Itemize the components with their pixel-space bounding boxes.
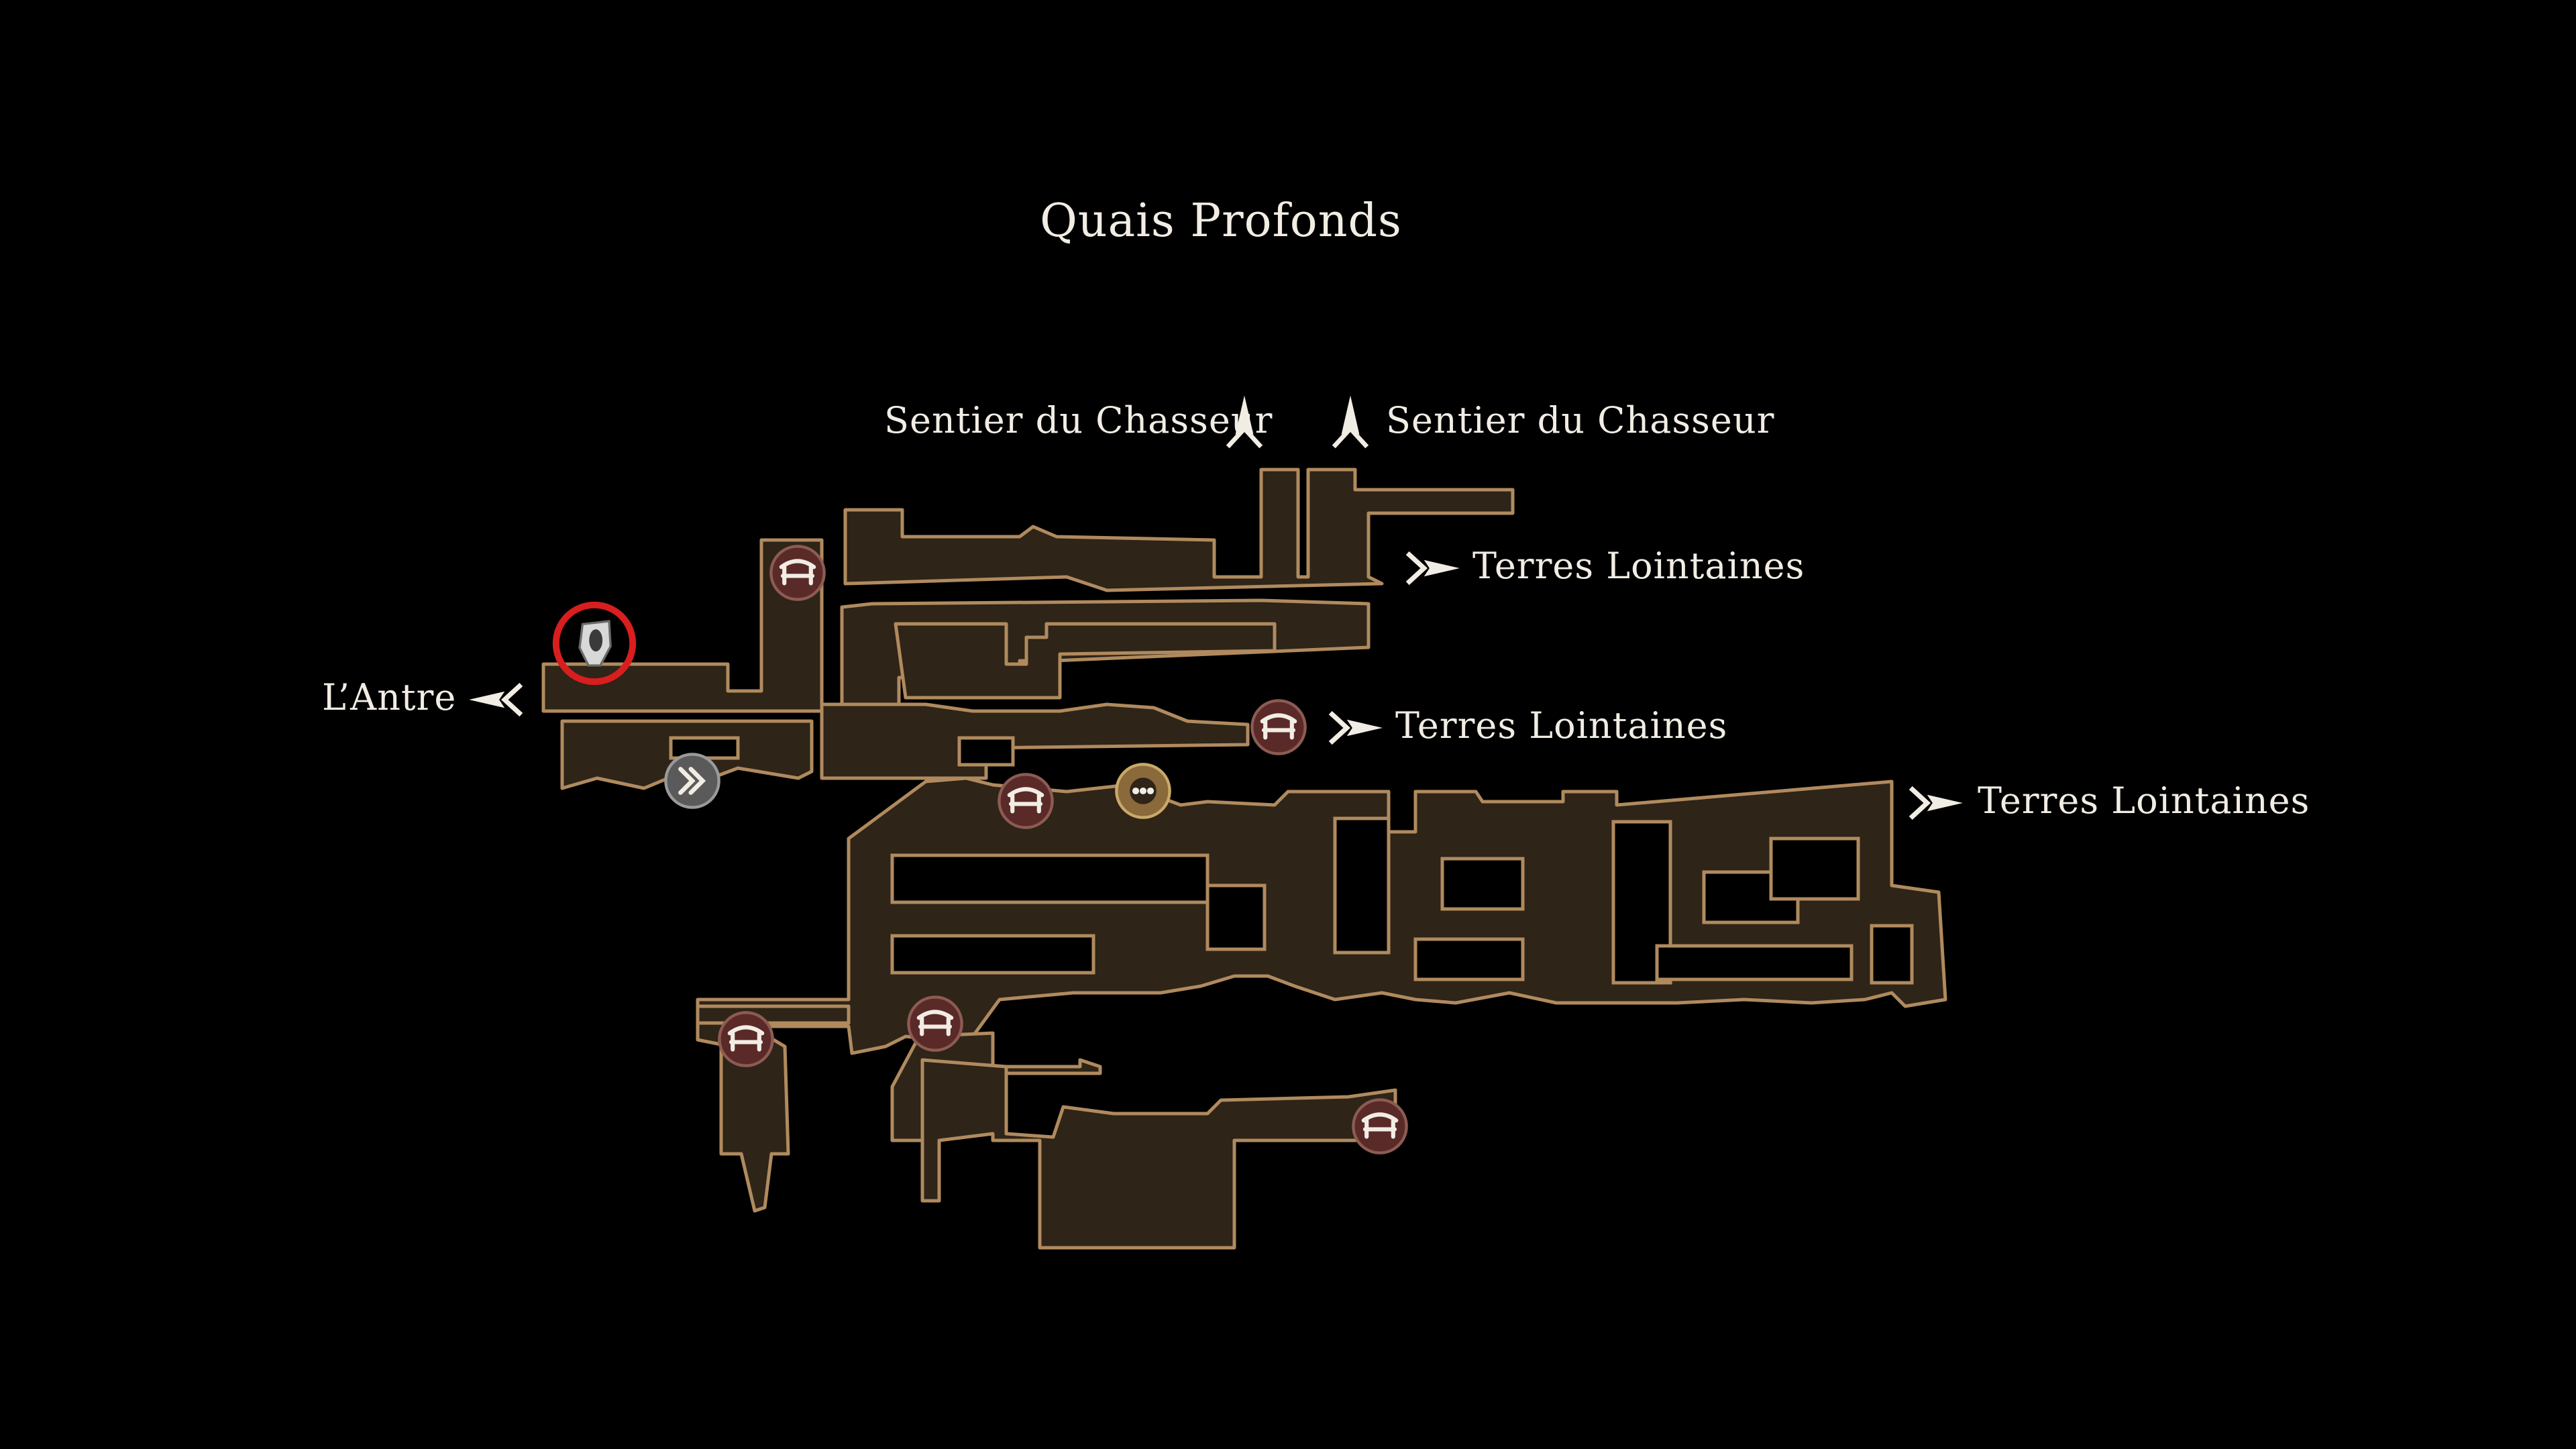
exit-label-hunter-path-left: Sentier du Chasseur [884,399,1273,441]
map-wall [1655,944,1854,981]
map-room [894,622,1277,700]
compass-arrow-icon[interactable] [1905,780,1966,826]
fast-travel-icon[interactable] [663,751,722,810]
exit-label-far-lands-middle: Terres Lointaines [1395,704,1728,747]
bench-icon[interactable] [716,1010,775,1069]
map-room [920,1058,1397,1250]
exit-label-hunter-path-right: Sentier du Chasseur [1386,399,1775,441]
map-wall [1769,837,1860,901]
map-wall [890,853,1210,904]
area-title: Quais Profonds [1040,195,1402,248]
map-room [541,538,824,713]
map-wall [1440,857,1525,911]
bench-icon[interactable] [906,994,965,1053]
map-wall [1870,924,1914,985]
compass-arrow-icon[interactable] [1402,545,1462,592]
player-location-icon[interactable] [550,599,639,688]
map-wall [1413,937,1525,981]
compass-arrow-icon[interactable] [1320,392,1381,453]
map-wall [957,736,1015,767]
map-room [820,702,1250,780]
exit-label-den: L’Antre [322,676,457,718]
map-wall [890,934,1095,975]
bench-icon[interactable] [996,771,1055,830]
map-room [843,468,1515,592]
map-room [719,1034,790,1213]
map-wall [1333,816,1391,955]
exit-label-far-lands-top: Terres Lointaines [1472,545,1805,587]
exit-label-far-lands-right: Terres Lointaines [1978,780,2310,822]
vendor-icon[interactable] [1114,761,1173,820]
compass-arrow-icon[interactable] [466,676,527,723]
map-wall [669,736,740,760]
bench-icon[interactable] [1350,1097,1409,1156]
compass-arrow-icon[interactable] [1214,392,1275,453]
compass-arrow-icon[interactable] [1325,704,1385,751]
map-wall [1205,883,1267,951]
bench-icon[interactable] [1249,698,1308,757]
bench-icon[interactable] [768,543,827,602]
